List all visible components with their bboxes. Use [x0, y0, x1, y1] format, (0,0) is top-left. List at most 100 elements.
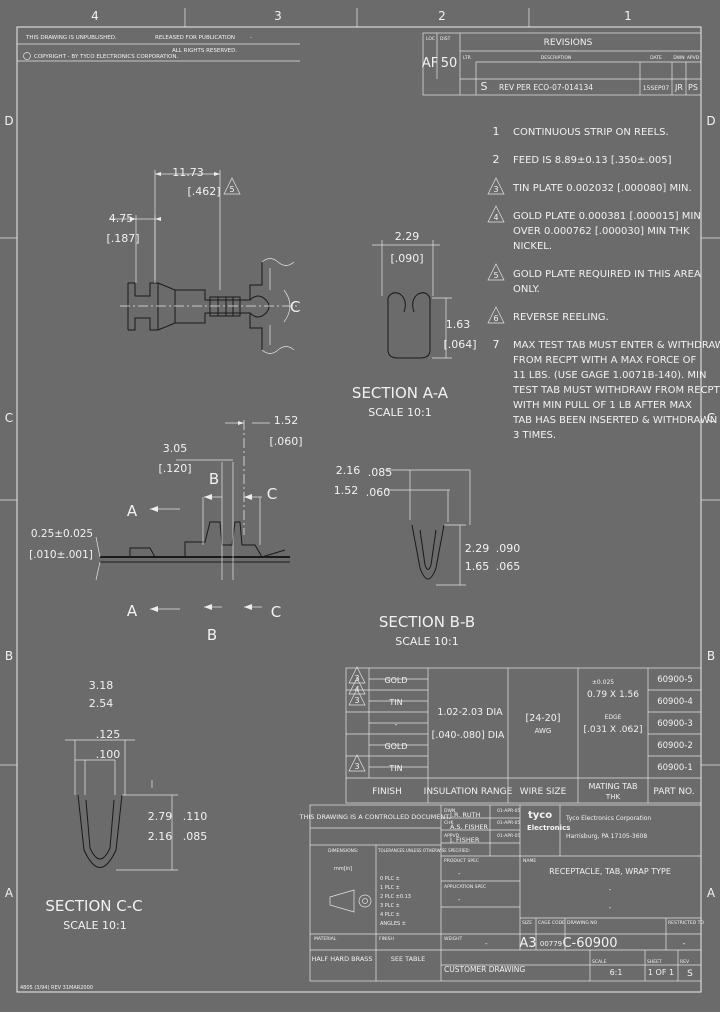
note-3-flag-icon-number: 3 — [493, 185, 498, 194]
scale-label: SCALE — [592, 959, 607, 965]
aa-dim-w-in: [.090] — [390, 252, 423, 265]
size-value: A3 — [519, 936, 536, 951]
header-mating-tab-thk: THK — [605, 793, 621, 801]
bb-dim-h2-in: .065 — [496, 560, 521, 573]
note-5-flag-icon: 5 — [487, 263, 505, 281]
aa-dim-w-mm: 2.29 — [395, 230, 420, 243]
copyright-header: THIS DRAWING IS UNPUBLISHED. RELEASED FO… — [17, 35, 300, 62]
rev-row-dwn: JR — [674, 83, 683, 92]
part-title-line-2: - — [609, 886, 612, 894]
zone-label-left-d: D — [4, 114, 13, 128]
row-2-part-number: 60900-4 — [657, 697, 693, 707]
cut-c-top: C — [267, 485, 277, 503]
application-spec-label: APPLICATION SPEC — [444, 884, 486, 890]
note-7-text: WITH MIN PULL OF 1 LB AFTER MAX — [513, 400, 692, 411]
bb-dim-h1-in: .090 — [496, 542, 521, 555]
note-5-text: GOLD PLATE REQUIRED IN THIS AREA — [513, 269, 701, 280]
row-1-flag-a: 3 — [348, 666, 366, 684]
product-spec-label: PRODUCT SPEC — [444, 858, 479, 864]
cage-code-value: 00779 — [540, 940, 562, 948]
zone-label-left-a: A — [5, 886, 14, 900]
weight-value: - — [485, 940, 488, 948]
name-label: NAME — [523, 858, 536, 864]
zone-label-left-b: B — [5, 649, 13, 663]
row-1-finish: GOLD — [384, 676, 407, 685]
sheet-label: SHEET — [647, 959, 662, 965]
tolerance-line: 1 PLC ± — [380, 885, 400, 891]
appvd-date: 01-APR-05 — [497, 833, 520, 839]
company-city: Harrisburg, PA 17105-3608 — [566, 833, 647, 840]
drawing-no-label: DRAWING NO — [567, 920, 598, 926]
zone-label-right-c: C — [707, 411, 715, 425]
note-3-text: TIN PLATE 0.002032 [.000080] MIN. — [512, 183, 692, 194]
header-part-no: PART NO. — [653, 787, 694, 797]
cut-b-top: B — [209, 470, 219, 488]
side-dim-b-in: [.120] — [158, 462, 191, 475]
cc-dim-h2-mm: 2.16 — [148, 830, 173, 843]
row-3-finish: - — [395, 720, 398, 729]
cc-scale: SCALE 10:1 — [63, 919, 126, 932]
title-block: THIS DRAWING IS A CONTROLLED DOCUMENT. D… — [298, 804, 704, 982]
row-5-part-number: 60900-1 — [657, 763, 693, 773]
restricted-to-label: RESTRICTED TO — [668, 920, 704, 926]
cage-code-label: CAGE CODE — [538, 920, 565, 926]
section-cc: 3.18 2.54 .125 .100 2.79 .110 2.16 .085 … — [45, 679, 207, 932]
row-3-part-number: 60900-3 — [657, 719, 693, 729]
drawing-number: C-60900 — [562, 936, 617, 951]
note-6-text: REVERSE REELING. — [513, 312, 609, 323]
top-dim-b-mm: 4.75 — [109, 212, 134, 225]
zone-label-right-a: A — [707, 886, 716, 900]
zone-label-top-2: 2 — [438, 9, 446, 23]
cc-section-title: SECTION C-C — [45, 897, 142, 915]
side-dim-b-mm: 3.05 — [163, 442, 188, 455]
cut-b-bottom: B — [207, 626, 217, 644]
side-view: A A B B C C 1.52 [.060] 3.05 [.120] 0.25… — [29, 414, 302, 644]
side-dim-a-mm: 1.52 — [274, 414, 299, 427]
release-notice: RELEASED FOR PUBLICATION — [155, 35, 235, 41]
finish-value: SEE TABLE — [391, 955, 426, 963]
tolerance-line: 4 PLC ± — [380, 912, 400, 918]
rev-row-ltr: S — [481, 80, 488, 93]
row-1-part-number: 60900-5 — [657, 675, 693, 685]
row-2-flag-a-number: 3 — [354, 696, 359, 705]
tolerance-line: ANGLES ± — [380, 921, 406, 927]
section-arrows — [150, 494, 262, 612]
note-2-number: 2 — [493, 153, 500, 166]
note-5-flag-icon-number: 5 — [493, 271, 498, 280]
tab-size-mm: 0.79 X 1.56 — [587, 690, 639, 700]
dist-label: DIST — [440, 36, 451, 42]
note-7-text: 3 TIMES. — [513, 430, 556, 441]
dimensions-value: mm[in] — [334, 866, 352, 872]
zone-label-top-4: 4 — [91, 9, 99, 23]
customer-drawing: CUSTOMER DRAWING — [444, 965, 525, 974]
top-dim-a-mm: 11.73 — [172, 166, 204, 179]
rights-reserved: ALL RIGHTS RESERVED. — [172, 48, 237, 54]
note-7-number: 7 — [493, 338, 500, 351]
top-dim-a-in: [.462] — [187, 185, 220, 198]
note-7-text: 11 LBS. (USE GAGE 1.0071B-140). MIN — [513, 370, 706, 381]
note-4-text: OVER 0.000762 [.000030] MIN THK — [513, 226, 690, 237]
loc-value: AF — [422, 56, 438, 71]
note-4-text: GOLD PLATE 0.000381 [.000015] MIN — [513, 211, 701, 222]
section-bb: 2.16 .085 1.52 .060 2.29 .090 1.65 .065 … — [334, 464, 521, 648]
bb-dim-top2-in: .060 — [366, 486, 391, 499]
note-1-number: 1 — [493, 125, 500, 138]
rev-value: S — [687, 969, 693, 979]
cc-dim-h1-mm: 2.79 — [148, 810, 173, 823]
drawing-border: 4 3 2 1 D C B A D C B A — [0, 8, 720, 993]
rev-row-date: 15SEP07 — [643, 85, 670, 92]
cc-dim-h2-in: .085 — [183, 830, 208, 843]
cc-dim-top2-in: .100 — [96, 748, 121, 761]
zone-label-top-1: 1 — [624, 9, 632, 23]
top-view-cut-label: C — [290, 298, 300, 316]
tyco-logo: tyco Electronics — [527, 810, 570, 832]
insulation-range-in: [.040-.080] DIA — [432, 730, 505, 741]
top-dim-b-in: [.187] — [106, 232, 139, 245]
note-6-flag-icon: 6 — [487, 306, 505, 324]
bb-dim-h2-mm: 1.65 — [465, 560, 490, 573]
header-insulation: INSULATION RANGE — [424, 787, 513, 797]
header-finish: FINISH — [372, 787, 402, 797]
revisions-title: REVISIONS — [544, 38, 593, 48]
rev-col-dwn: DWN — [673, 55, 684, 61]
